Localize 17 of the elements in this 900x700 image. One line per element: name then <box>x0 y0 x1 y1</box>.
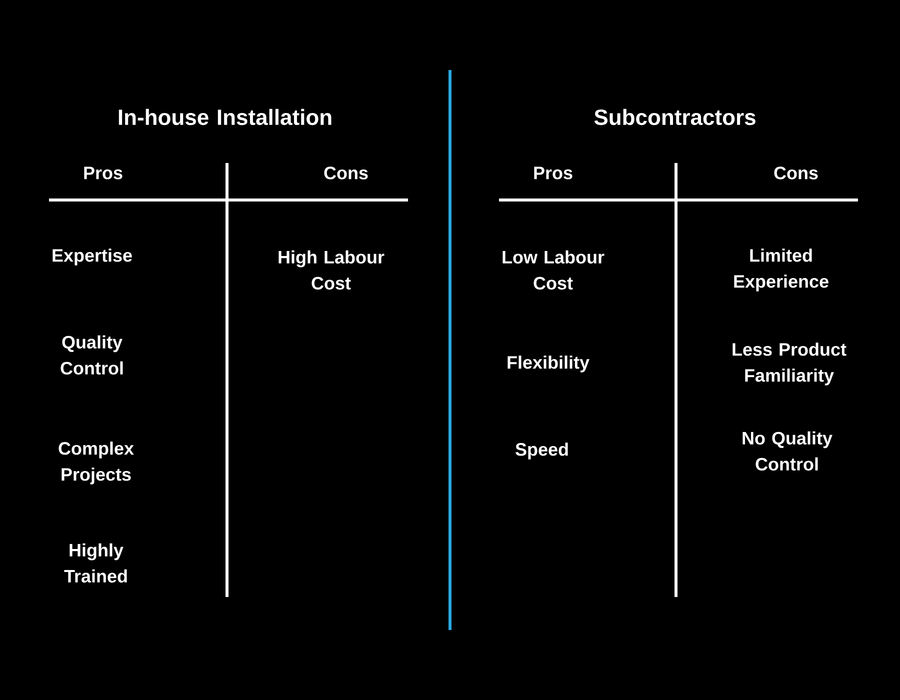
list-item: Quality Control <box>60 335 123 375</box>
column-header: Pros <box>84 166 122 180</box>
column-header: Cons <box>324 166 368 180</box>
section-heading: Subcontractors <box>594 108 756 126</box>
column-header: Cons <box>774 166 818 180</box>
list-item: Expertise <box>52 248 132 266</box>
list-item: Low Labour Cost <box>502 250 604 290</box>
list-item: No Quality Control <box>742 431 832 471</box>
list-item: High Labour Cost <box>278 250 384 290</box>
list-item: Limited Experience <box>734 248 828 292</box>
section-heading: In-house Installation <box>118 108 332 126</box>
list-item: Flexibility <box>508 356 590 372</box>
list-item: Complex Projects <box>58 442 134 484</box>
list-item: Speed <box>516 442 568 460</box>
column-header: Pros <box>534 166 572 180</box>
list-item: Highly Trained <box>64 543 127 583</box>
list-item: Less Product Familiarity <box>732 342 846 386</box>
